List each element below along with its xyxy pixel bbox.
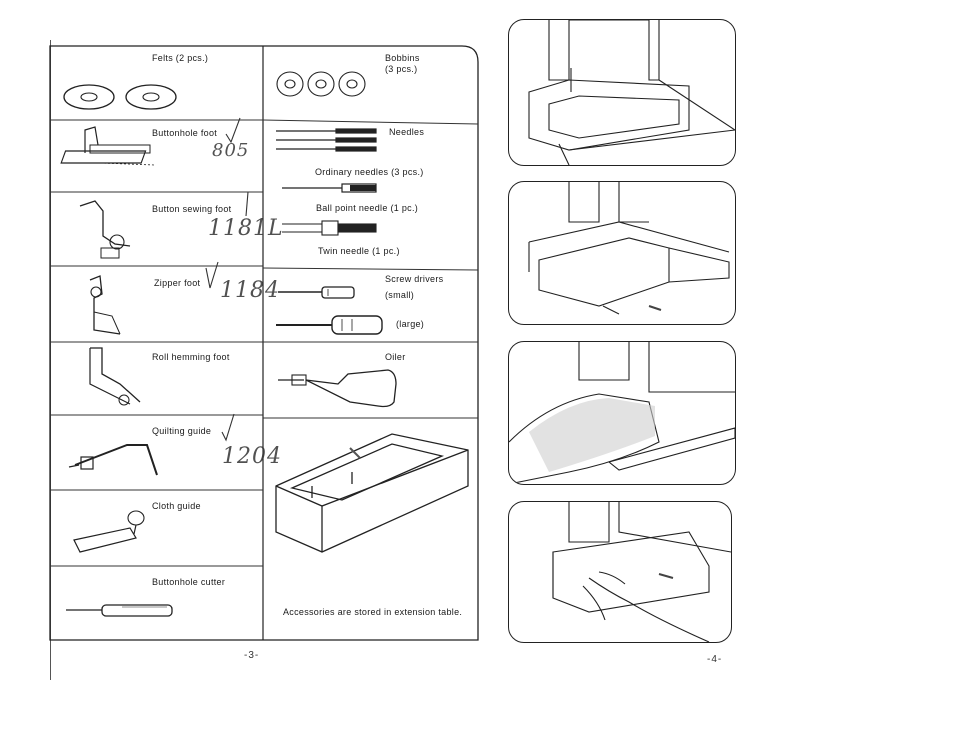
needles-label: Needles: [389, 127, 425, 137]
felts-icon: [63, 84, 177, 110]
oiler-icon: [278, 369, 397, 408]
quilting-guide-icon: [68, 444, 158, 476]
button-sewing-foot-icon: [79, 200, 131, 259]
zipper-foot-label: Zipper foot: [154, 278, 201, 288]
bobbins-icon: [276, 71, 366, 97]
checkmark-icon: [205, 261, 219, 289]
zipper-foot-icon: [89, 275, 121, 335]
handwritten-note-quilting-guide: 1204: [222, 444, 282, 469]
large-screwdriver-label: (large): [396, 319, 425, 329]
checkmark-icon: [245, 191, 249, 217]
ball-point-needle-icon: [282, 183, 377, 193]
quilting-guide-label: Quilting guide: [152, 426, 212, 436]
roll-hemming-foot-icon: [89, 347, 141, 406]
checkmark-icon: [221, 413, 235, 442]
handwritten-note-zipper-foot: 1184: [220, 278, 280, 303]
step-illustration-1: [508, 19, 736, 166]
handwritten-note-button-sewing-foot: 1181L: [208, 216, 284, 241]
small-screwdriver-icon: [278, 286, 355, 299]
buttonhole-cutter-label: Buttonhole cutter: [152, 577, 226, 587]
left-page-number: -3-: [244, 650, 260, 661]
button-sewing-foot-label: Button sewing foot: [152, 204, 232, 214]
ordinary-needles-icon: [276, 128, 377, 152]
handwritten-note-buttonhole-foot: 805: [212, 140, 250, 161]
step-illustration-3: [508, 341, 736, 485]
large-screwdriver-icon: [276, 315, 383, 335]
oiler-label: Oiler: [385, 352, 406, 362]
cloth-guide-icon: [73, 510, 145, 553]
twin-needle-label: Twin needle (1 pc.): [318, 246, 400, 256]
buttonhole-cutter-icon: [66, 604, 173, 617]
felts-label: Felts (2 pcs.): [152, 53, 209, 63]
screw-drivers-label: Screw drivers: [385, 274, 444, 284]
small-screwdriver-label: (small): [385, 290, 415, 300]
ball-point-needle-label: Ball point needle (1 pc.): [316, 203, 419, 213]
bobbins-label: Bobbins (3 pcs.): [385, 53, 420, 74]
storage-note: Accessories are stored in extension tabl…: [283, 607, 463, 617]
cloth-guide-label: Cloth guide: [152, 501, 201, 511]
ordinary-needles-label: Ordinary needles (3 pcs.): [315, 167, 424, 177]
twin-needle-icon: [282, 220, 377, 236]
step-illustration-2: [508, 181, 736, 325]
roll-hemming-foot-label: Roll hemming foot: [152, 352, 230, 362]
right-page-number: -4-: [707, 654, 723, 665]
extension-table-storage-illustration: [275, 433, 469, 553]
buttonhole-foot-label: Buttonhole foot: [152, 128, 218, 138]
step-illustration-4: [508, 501, 732, 643]
checkmark-icon: [225, 117, 241, 144]
buttonhole-foot-icon: [60, 126, 156, 166]
